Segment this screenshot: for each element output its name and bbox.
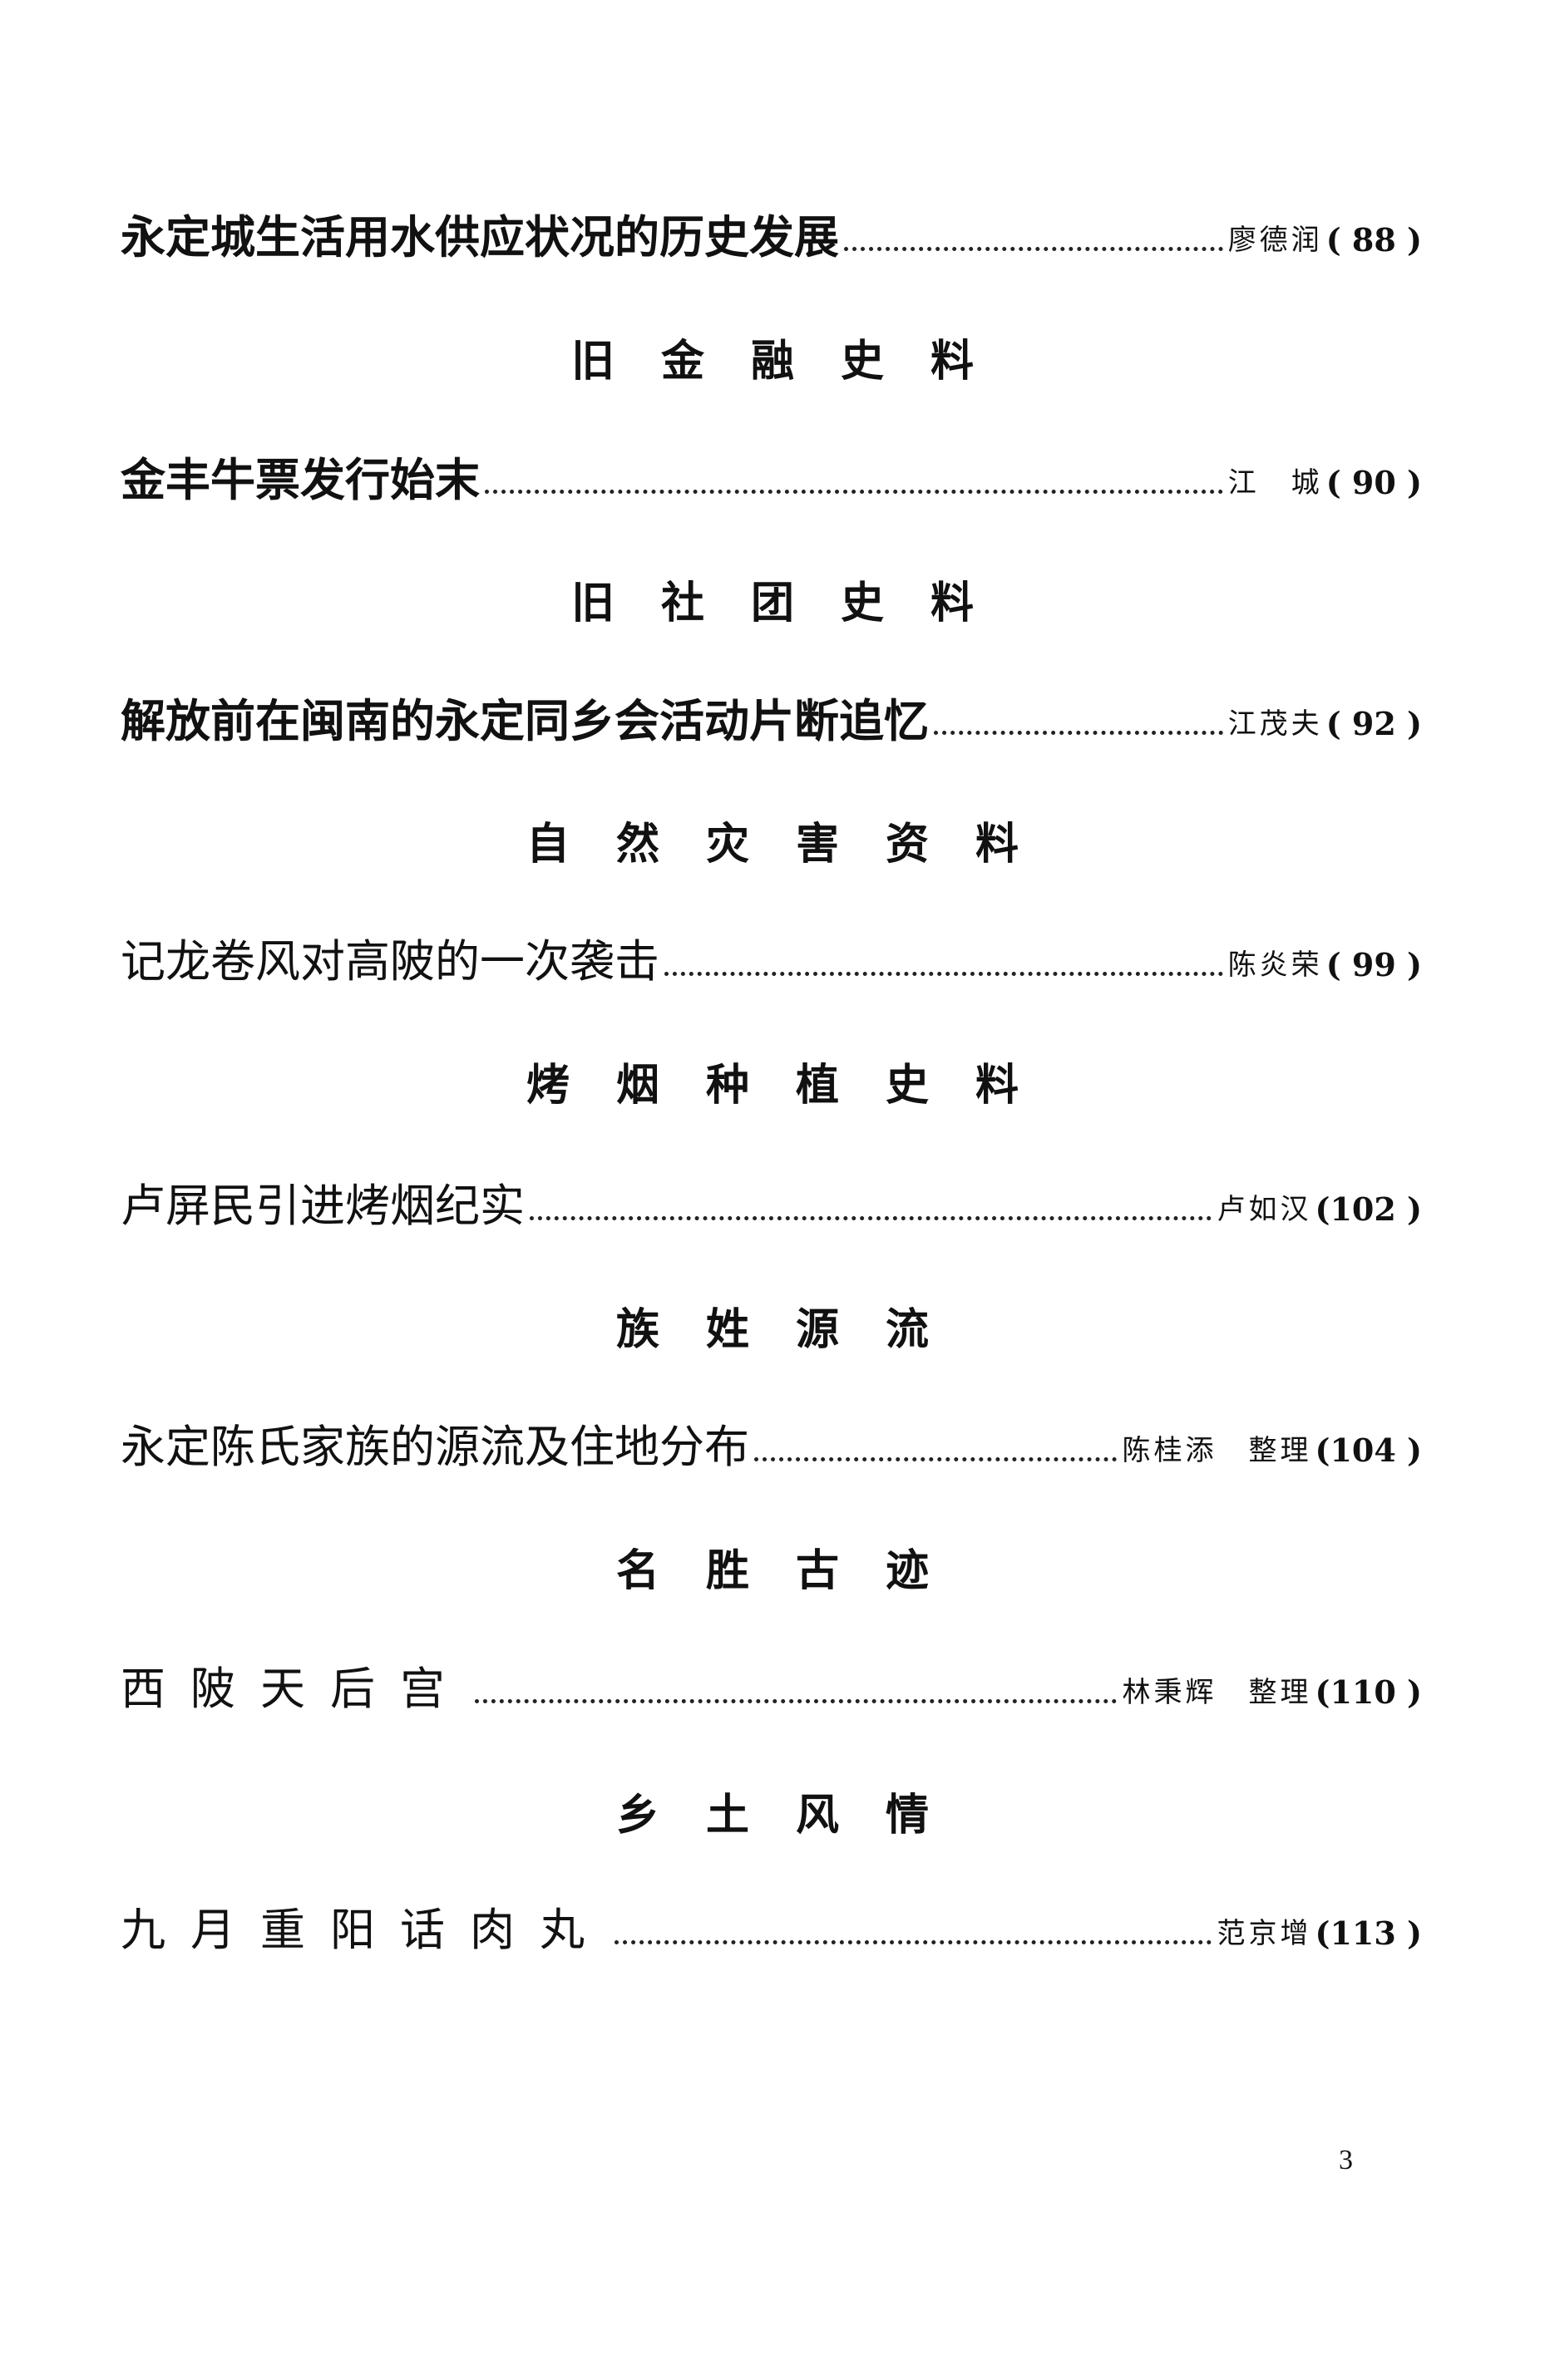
entry-author: 廖德润: [1227, 224, 1323, 257]
entry-title: 九月重阳话肉丸: [121, 1904, 610, 1956]
section-heading: 名胜古迹: [615, 1545, 975, 1596]
dot-leader: [485, 490, 1223, 494]
dot-leader: [475, 1699, 1118, 1703]
dot-leader: [615, 1940, 1212, 1944]
dot-leader: [664, 972, 1223, 976]
dot-leader: [530, 1216, 1212, 1220]
toc-entry: 永定城生活用水供应状况的历史发展 廖德润 ( 88 ): [121, 208, 1422, 266]
section-heading: 烤烟种植史料: [526, 1060, 1065, 1111]
entry-author: 陈桂添 整理: [1122, 1434, 1312, 1467]
entry-author: 江茂夫: [1227, 707, 1323, 741]
entry-title: 记龙卷风对高陂的一次袭击: [121, 935, 659, 988]
entry-page: ( 90 ): [1325, 464, 1422, 501]
entry-page: (104 ): [1315, 1431, 1422, 1469]
entry-title: 永定城生活用水供应状况的历史发展: [121, 210, 839, 264]
entry-title: 西陂天后宫: [121, 1663, 470, 1715]
entry-page: (113 ): [1315, 1914, 1422, 1952]
entry-author: 陈炎荣: [1227, 949, 1323, 982]
toc-entry: 西陂天后宫 林秉辉 整理 (110 ): [121, 1660, 1422, 1718]
entry-title: 解放前在闽南的永定同乡会活动片断追忆: [121, 694, 929, 747]
entry-title: 永定陈氏家族的源流及住地分布: [121, 1421, 749, 1473]
section-heading: 自然灾害资料: [526, 819, 1065, 870]
entry-author: 卢如汉: [1217, 1193, 1312, 1226]
section-heading: 乡土风情: [615, 1790, 975, 1840]
toc-entry: 解放前在闽南的永定同乡会活动片断追忆 江茂夫 ( 92 ): [121, 692, 1422, 750]
entry-page: ( 99 ): [1325, 946, 1422, 983]
toc-entry: 九月重阳话肉丸 范京增 (113 ): [121, 1901, 1422, 1959]
section-heading: 旧金融史料: [570, 336, 1020, 387]
section-heading: 族姓源流: [615, 1304, 975, 1355]
toc-entry: 记龙卷风对高陂的一次袭击 陈炎荣 ( 99 ): [121, 933, 1422, 991]
entry-author: 林秉辉 整理: [1122, 1676, 1312, 1709]
entry-page: (102 ): [1315, 1190, 1422, 1228]
dot-leader: [844, 247, 1223, 251]
entry-page: ( 88 ): [1325, 221, 1422, 259]
entry-title: 金丰牛票发行始末: [121, 453, 480, 506]
toc-entry: 卢屏民引进烤烟纪实 卢如汉 (102 ): [121, 1177, 1422, 1235]
toc-entry: 金丰牛票发行始末 江 城 ( 90 ): [121, 451, 1422, 509]
entry-author: 范京增: [1217, 1917, 1312, 1950]
entry-page: ( 92 ): [1325, 705, 1422, 742]
dot-leader: [934, 731, 1223, 735]
toc-entry: 永定陈氏家族的源流及住地分布 陈桂添 整理 (104 ): [121, 1418, 1422, 1476]
section-heading: 旧社团史料: [570, 578, 1020, 628]
entry-page: (110 ): [1315, 1673, 1422, 1711]
entry-title: 卢屏民引进烤烟纪实: [121, 1180, 525, 1232]
entry-author: 江 城: [1227, 466, 1323, 500]
dot-leader: [754, 1457, 1118, 1461]
page-number: 3: [1339, 2145, 1353, 2176]
